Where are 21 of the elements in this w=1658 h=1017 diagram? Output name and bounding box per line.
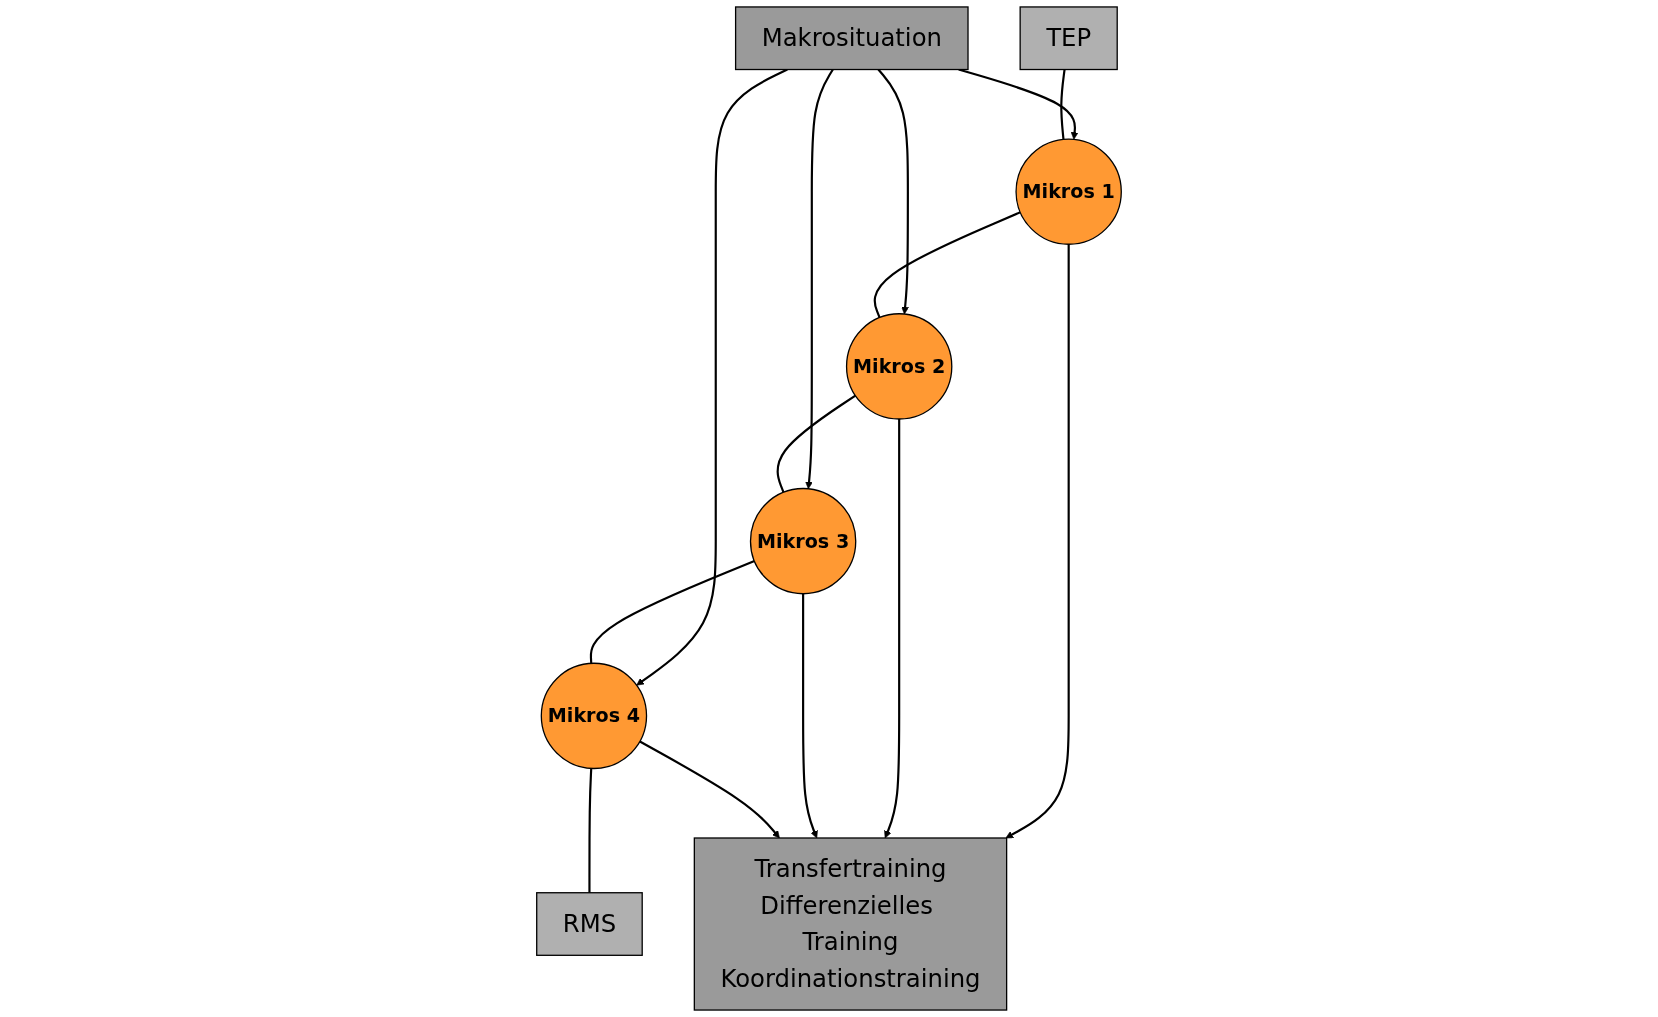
connector	[589, 560, 755, 664]
connector	[873, 211, 1021, 318]
node-box: RMS	[536, 892, 643, 956]
connector	[1060, 69, 1066, 140]
connector	[588, 768, 593, 893]
arrow	[1005, 244, 1070, 839]
node-circle: Mikros 3	[749, 487, 857, 595]
node-box: Transfertraining Differenzielles Training Koordinationstraining	[693, 837, 1008, 1011]
arrow	[802, 593, 818, 839]
arrow	[805, 68, 834, 490]
node-circle: Mikros 2	[845, 313, 953, 420]
arrow	[958, 68, 1079, 140]
arrow	[884, 419, 901, 839]
node-box: Makrosituation	[734, 6, 969, 71]
connector	[776, 394, 856, 493]
arrow	[877, 68, 909, 315]
node-circle: Mikros 1	[1015, 138, 1122, 245]
node-box: TEP	[1019, 6, 1118, 71]
node-circle: Mikros 4	[540, 662, 648, 770]
arrow	[636, 68, 788, 686]
arrow	[639, 740, 780, 839]
